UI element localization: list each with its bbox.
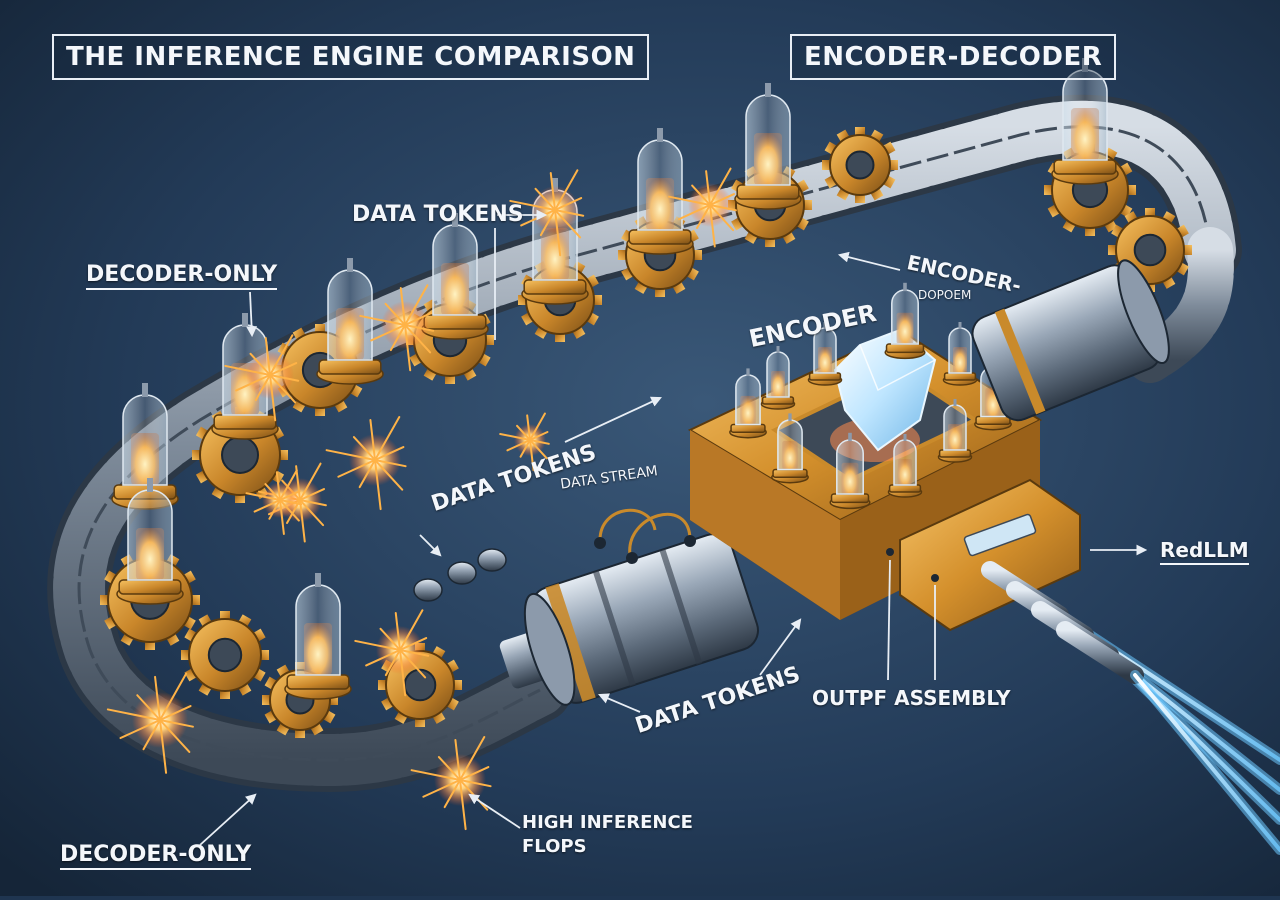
vacuum-tube — [284, 573, 352, 700]
output-beams — [981, 561, 1280, 855]
spark — [359, 284, 435, 372]
leader-lines — [199, 209, 1148, 846]
vacuum-tube — [116, 478, 184, 605]
vacuum-tube-group — [111, 58, 1119, 700]
output-assembly-label: OUTPF ASSEMBLY — [812, 686, 1011, 710]
high-inference-label-2: FLOPS — [522, 836, 587, 857]
vacuum-tube — [1051, 58, 1119, 185]
vacuum-tube — [316, 258, 384, 385]
gear — [822, 127, 898, 203]
high-inference-label-1: HIGH INFERENCE — [522, 812, 693, 833]
spark — [245, 469, 303, 535]
data-tokens-top-label: DATA TOKENS — [352, 202, 524, 227]
conveyor-chain — [47, 94, 1242, 793]
redllm-label: RedLLM — [1160, 538, 1249, 565]
vacuum-tube — [937, 399, 973, 463]
vacuum-tube — [887, 434, 923, 498]
spark — [325, 415, 407, 511]
spark — [224, 334, 300, 422]
spark — [499, 412, 550, 472]
vacuum-tube — [829, 432, 871, 510]
vacuum-tube — [734, 83, 802, 210]
main-title: THE INFERENCE ENGINE COMPARISON — [52, 34, 650, 80]
vacuum-tube — [884, 282, 926, 360]
connector-pipe — [971, 259, 1170, 422]
output-assembly — [886, 478, 1081, 632]
token-balls — [413, 548, 507, 602]
input-cylinder — [499, 508, 759, 706]
output-cable — [1056, 621, 1280, 855]
spark-group — [106, 167, 737, 831]
encoder-decoder-title: ENCODER-DECODER — [790, 34, 1117, 80]
spark — [509, 169, 585, 257]
vacuum-tube — [626, 128, 694, 255]
vacuum-tube — [771, 413, 809, 484]
vacuum-tube — [729, 368, 767, 439]
vacuum-tube — [942, 322, 978, 386]
decoder-only-bottom-label: DECODER-ONLY — [60, 842, 252, 870]
encoder-tube-group — [729, 282, 1012, 510]
decoder-only-top-label: DECODER-ONLY — [86, 262, 278, 290]
vacuum-tube — [760, 346, 796, 410]
spark — [668, 167, 737, 248]
vacuum-tube — [421, 213, 489, 340]
vacuum-tube — [807, 322, 843, 386]
spark — [354, 609, 430, 697]
encoder-dopoem-label-2: DOPOEM — [918, 288, 972, 302]
gear — [181, 611, 269, 699]
spark — [106, 672, 194, 774]
